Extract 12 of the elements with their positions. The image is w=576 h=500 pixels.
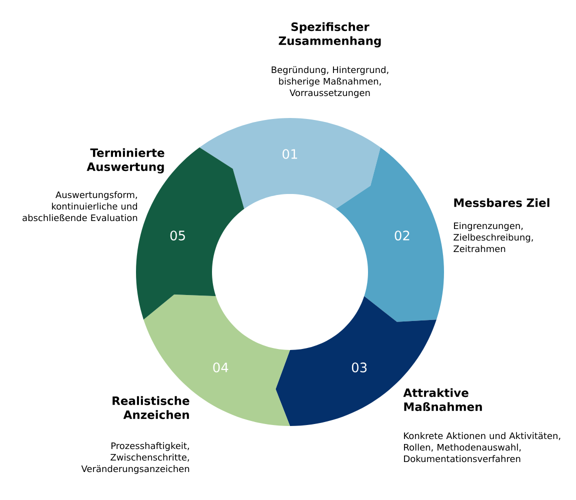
segment-description: Eingrenzungen, Zielbeschreibung, Zeitrahmen [454, 222, 533, 252]
segment-heading: Realistische Anzeichen [112, 396, 190, 420]
segment-heading: Terminierte Auswertung [86, 148, 164, 174]
segment-description: Auswertungsform, kontinuierliche und abschließende Evaluation [22, 191, 138, 222]
segment-heading: Spezifischer Zusammenhang [278, 22, 381, 48]
segment-description: Konkrete Aktionen und Aktivitäten, Rollen, Methodenauswahl, Dokumentationsverfahren [404, 432, 560, 462]
donut-segment: 01 [199, 118, 381, 209]
segment-heading: Attraktive Maßnahmen [403, 388, 482, 412]
segment-heading: Messbares Ziel [454, 198, 550, 208]
segment-description: Prozesshaftigkeit, Zwischenschritte, Veränderungsanzeichen [81, 442, 190, 474]
donut-segment: 02 [336, 147, 444, 322]
segment-description: Begründung, Hintergrund, bisherige Maßnahmen, Vorraussetzungen [272, 66, 388, 98]
